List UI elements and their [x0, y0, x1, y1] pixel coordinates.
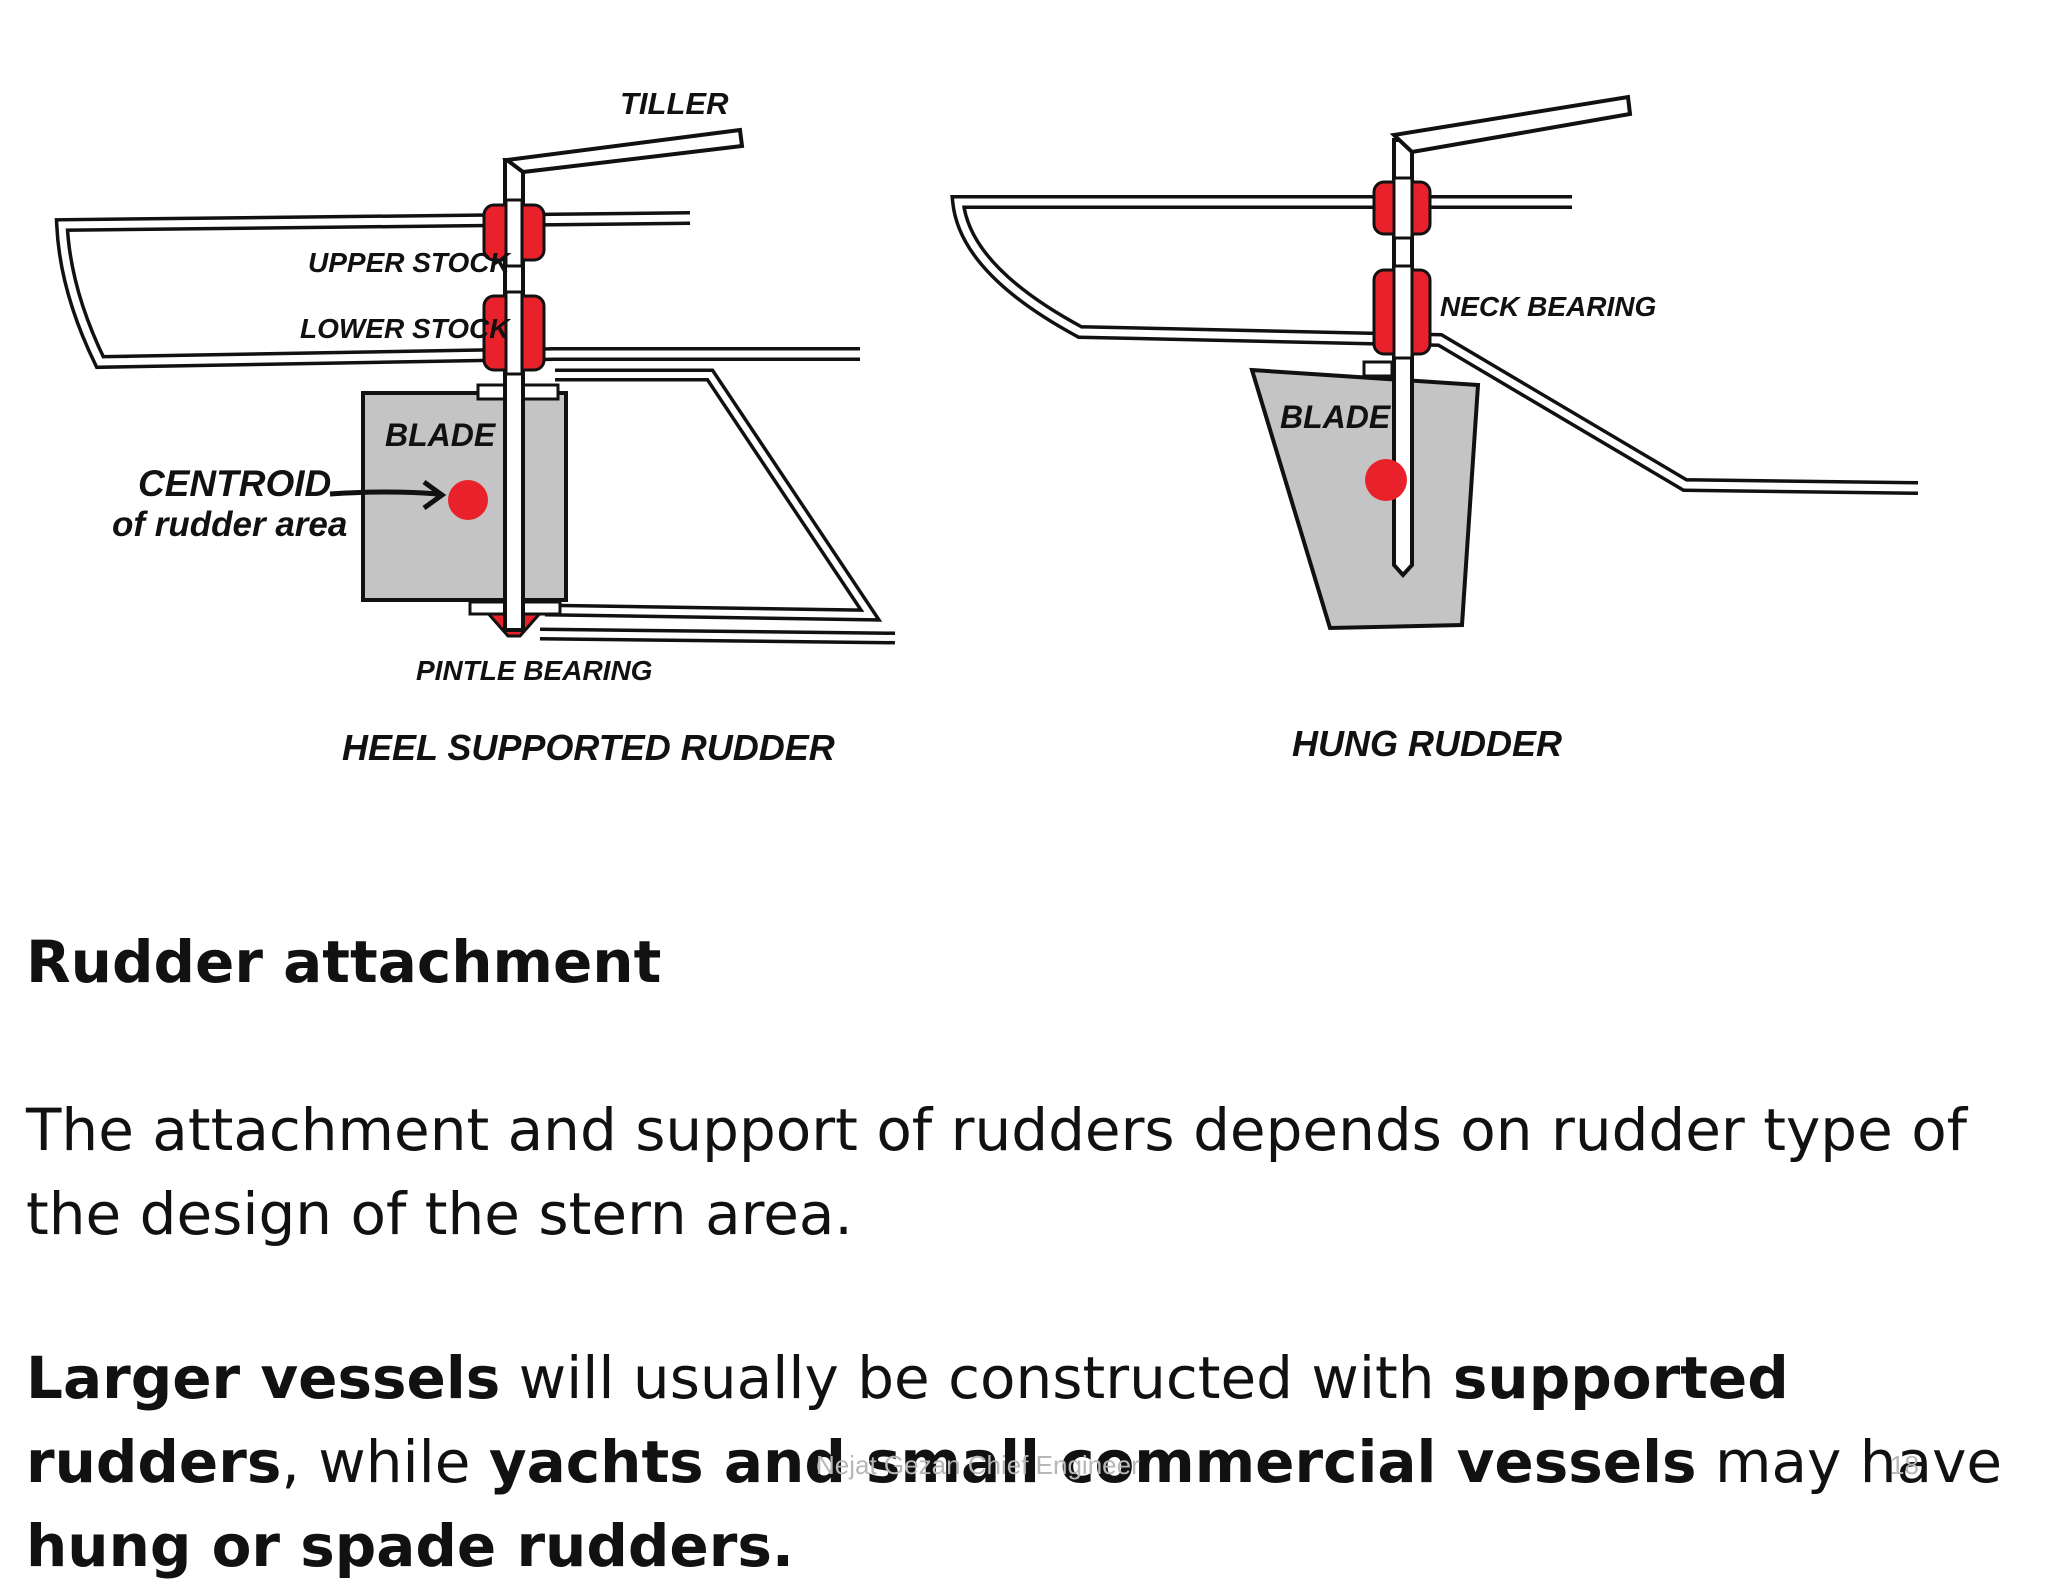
page-number: 18	[1890, 1450, 1919, 1480]
left-blade-label: BLADE	[385, 417, 497, 453]
larger-vessels-text: Larger vessels	[26, 1344, 501, 1412]
rudder-diagram: TILLER UPPER STOCK LOWER STOCK BLADE CEN…	[54, 86, 1919, 768]
lower-stock-label: LOWER STOCK	[300, 313, 511, 344]
left-tiller	[501, 127, 745, 175]
hung-spade-rudders-text: hung or spade rudders.	[26, 1512, 794, 1580]
left-caption: HEEL SUPPORTED RUDDER	[342, 727, 835, 768]
heel-supported-rudder-drawing	[54, 127, 896, 645]
neck-bearing-label: NECK BEARING	[1440, 291, 1656, 322]
pintle-bearing-label: PINTLE BEARING	[416, 655, 652, 686]
left-skeg-outline	[539, 368, 896, 645]
paragraph2-text-a: will usually be constructed with	[500, 1344, 1453, 1412]
footer-author: Nejat Gezan Chief Engineer	[816, 1450, 1140, 1480]
paragraph2-text-c: may have	[1696, 1428, 2003, 1496]
centroid-marker	[448, 480, 488, 520]
section-heading: Rudder attachment	[26, 928, 662, 996]
centroid-arrow	[329, 479, 447, 511]
hung-rudder-drawing	[950, 94, 1919, 631]
paragraph-attachment: The attachment and support of rudders de…	[26, 1096, 1968, 1248]
centroid-sublabel: of rudder area	[112, 505, 347, 544]
right-blade-label: BLADE	[1280, 399, 1392, 435]
tiller-label: TILLER	[620, 86, 729, 121]
right-caption: HUNG RUDDER	[1292, 723, 1562, 764]
yachts-text: yachts and small commercial vessels	[488, 1428, 1697, 1496]
supported-rudders-text: supported rudders	[26, 1344, 1789, 1496]
right-tiller	[1389, 94, 1633, 155]
paragraph2-text-b: , while	[281, 1428, 489, 1496]
centroid-label: CENTROID	[138, 463, 331, 504]
right-centroid-marker	[1365, 459, 1407, 501]
upper-stock-label: UPPER STOCK	[308, 247, 512, 278]
